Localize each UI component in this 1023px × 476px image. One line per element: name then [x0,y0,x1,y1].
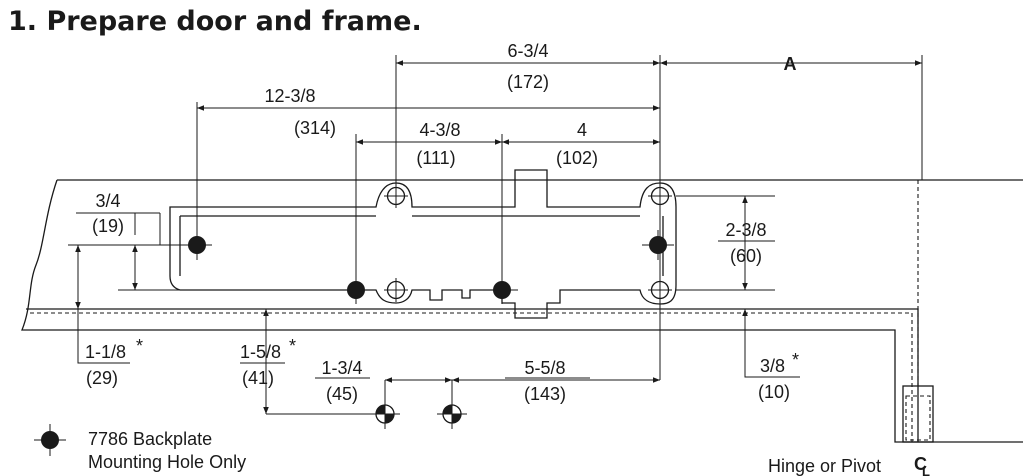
backplate-hole-filled [486,276,518,304]
backplate-hole-filled [340,276,372,304]
closer-body-outline [169,169,677,319]
dim-1-1-8-mm: (29) [86,368,118,388]
backplate-hole-filled [182,230,212,260]
dim-1-3-4-frac: 1-3/4 [321,358,362,378]
dim-1-1-8-frac: 1-1/8 [85,342,126,362]
dim-1-5-8-frac: 1-5/8 [240,342,281,362]
door-outline [21,179,1023,443]
frame-hole [437,399,467,429]
hinge-pivot-label: Hinge or Pivot [768,456,881,476]
dim-4-3-8-mm: (111) [416,148,455,168]
step-title: 1. Prepare door and frame. [8,6,422,37]
legend-backplate-hole-symbol [34,424,66,456]
dim-1-3-4-mm: (45) [326,384,358,404]
frame-hole [370,399,400,429]
dim-4-frac: 4 [577,120,587,140]
mounting-hole-open [384,184,408,208]
backplate-hole-filled [642,230,674,260]
dim-A-label: A [784,54,797,74]
dim-5-5-8-frac: 5-5/8 [524,358,565,378]
dim-6-3-4-frac: 6-3/4 [507,41,548,61]
dim-4-mm: (102) [556,148,598,168]
frame-dashed-line [30,312,913,442]
dim-3-4-mm: (19) [92,216,124,236]
legend-line-2: Mounting Hole Only [88,452,246,472]
dim-3-8-star: * [792,350,799,370]
dim-1-5-8-star: * [289,336,296,356]
dim-3-8-mm: (10) [758,382,790,402]
dim-2-3-8-frac: 2-3/8 [725,220,766,240]
dim-12-3-8-frac: 12-3/8 [264,86,315,106]
dim-2-3-8-mm: (60) [730,246,762,266]
dim-12-3-8-mm: (314) [294,118,336,138]
centerline-symbol: C [914,454,927,474]
dim-6-3-4-mm: (172) [507,72,549,92]
dim-1-1-8-star: * [136,336,143,356]
dim-1-5-8-mm: (41) [242,368,274,388]
dim-4-3-8-frac: 4-3/8 [419,120,460,140]
mounting-hole-open [384,278,408,302]
centerline-sub: L [922,464,930,476]
dim-3-4-frac: 3/4 [95,191,120,211]
dim-5-5-8-mm: (143) [524,384,566,404]
legend-line-1: 7786 Backplate [88,429,212,449]
dim-3-8-frac: 3/8 [760,356,785,376]
